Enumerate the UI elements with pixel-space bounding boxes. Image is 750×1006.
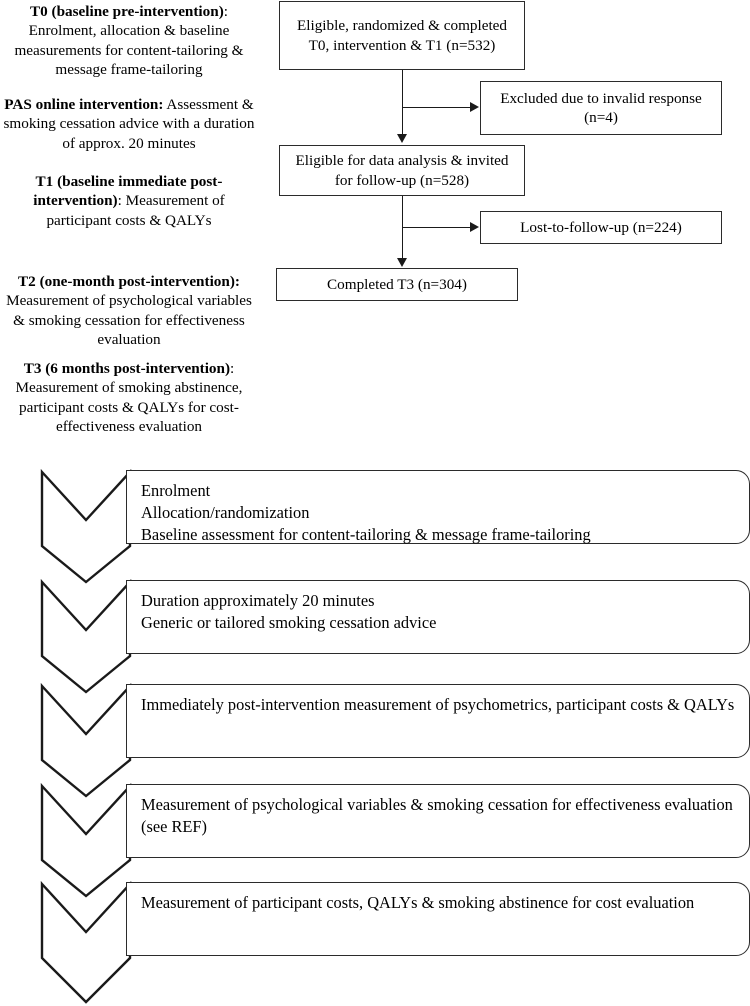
flow-box-excluded: Excluded due to invalid response (n=4) [480, 81, 722, 135]
arrowhead-enrolled-to-analysis [396, 134, 407, 143]
timeline-item-pas: PAS online intervention: Assessment & sm… [0, 95, 258, 153]
timeline-item-t0-body: Enrolment, allocation & baseline measure… [14, 22, 244, 79]
flow-box-lost-text: Lost-to-follow-up (n=224) [520, 218, 682, 236]
stage-line: Immediately post-intervention measuremen… [141, 695, 735, 714]
stage-panel-one-month-post: Measurement of psychological variables &… [126, 784, 750, 858]
timeline-item-t3-separator: : [230, 360, 235, 377]
timeline-item-t1-separator: : [117, 192, 122, 210]
timeline-item-t2-heading: T2 (one-month post-intervention): [18, 273, 240, 290]
chevron-down-icon [36, 682, 134, 800]
stage-line: Enrolment [141, 481, 211, 500]
stage-line: Measurement of participant costs, QALYs … [141, 893, 695, 912]
timeline-item-t1-heading: T1 (baseline immediate post-intervention… [33, 173, 223, 210]
stage-line: Duration approximately 20 minutes [141, 591, 375, 610]
timeline-item-t0-heading: T0 (baseline pre-intervention) [29, 3, 224, 20]
stage-panel-intervention: Duration approximately 20 minutes Generi… [126, 580, 750, 654]
flow-box-enrolled: Eligible, randomized & completed T0, int… [279, 1, 525, 70]
stage-panel-immediate-post: Immediately post-intervention measuremen… [126, 684, 750, 758]
chevron-down-icon [36, 782, 134, 900]
flow-box-analysis-text: Eligible for data analysis & invited for… [295, 152, 509, 189]
timeline-item-t0: T0 (baseline pre-intervention): Enrolmen… [0, 2, 258, 80]
flow-box-enrolled-text: Eligible, randomized & completed T0, int… [296, 17, 508, 54]
timeline-column: T0 (baseline pre-intervention): Enrolmen… [0, 0, 258, 450]
timeline-item-t1: T1 (baseline immediate post-intervention… [0, 172, 258, 230]
stage-panel-six-month-post: Measurement of participant costs, QALYs … [126, 882, 750, 956]
chevron-down-icon [36, 468, 134, 586]
timeline-item-t0-separator: : [223, 3, 228, 20]
flow-box-completed-text: Completed T3 (n=304) [327, 275, 467, 293]
flow-box-lost: Lost-to-follow-up (n=224) [480, 211, 722, 244]
flow-box-analysis: Eligible for data analysis & invited for… [279, 145, 525, 196]
flow-box-excluded-text: Excluded due to invalid response (n=4) [500, 89, 702, 126]
connector-to-lost [402, 227, 470, 228]
arrowhead-analysis-to-completed [396, 258, 407, 267]
flow-box-completed: Completed T3 (n=304) [276, 268, 518, 301]
timeline-item-t3-body: Measurement of smoking abstinence, parti… [15, 379, 243, 436]
timeline-item-t3: T3 (6 months post-intervention): Measure… [0, 359, 258, 437]
timeline-item-pas-heading: PAS online intervention: [4, 96, 164, 113]
timeline-item-t3-heading: T3 (6 months post-intervention) [23, 360, 231, 377]
stage-line: Generic or tailored smoking cessation ad… [141, 612, 437, 632]
chevron-down-icon [36, 880, 134, 1006]
connector-to-excluded [402, 107, 470, 108]
arrowhead-to-lost [470, 221, 479, 232]
timeline-item-t1-body: Measurement of participant costs & QALYs [46, 192, 225, 229]
stage-line: Baseline assessment for content-tailorin… [141, 524, 591, 544]
timeline-item-t2: T2 (one-month post-intervention): Measur… [0, 272, 258, 350]
chevron-down-icon [36, 578, 134, 696]
arrowhead-to-excluded [470, 101, 479, 112]
stage-panel-enrolment: Enrolment Allocation/randomization Basel… [126, 470, 750, 544]
timeline-item-pas-body: Assessment & smoking cessation advice wi… [3, 96, 255, 152]
stage-line: Measurement of psychological variables &… [141, 795, 733, 836]
timeline-item-t2-body: Measurement of psychological variables &… [6, 292, 252, 349]
connector-enrolled-to-analysis [402, 70, 403, 134]
stage-line: Allocation/randomization [141, 502, 310, 522]
